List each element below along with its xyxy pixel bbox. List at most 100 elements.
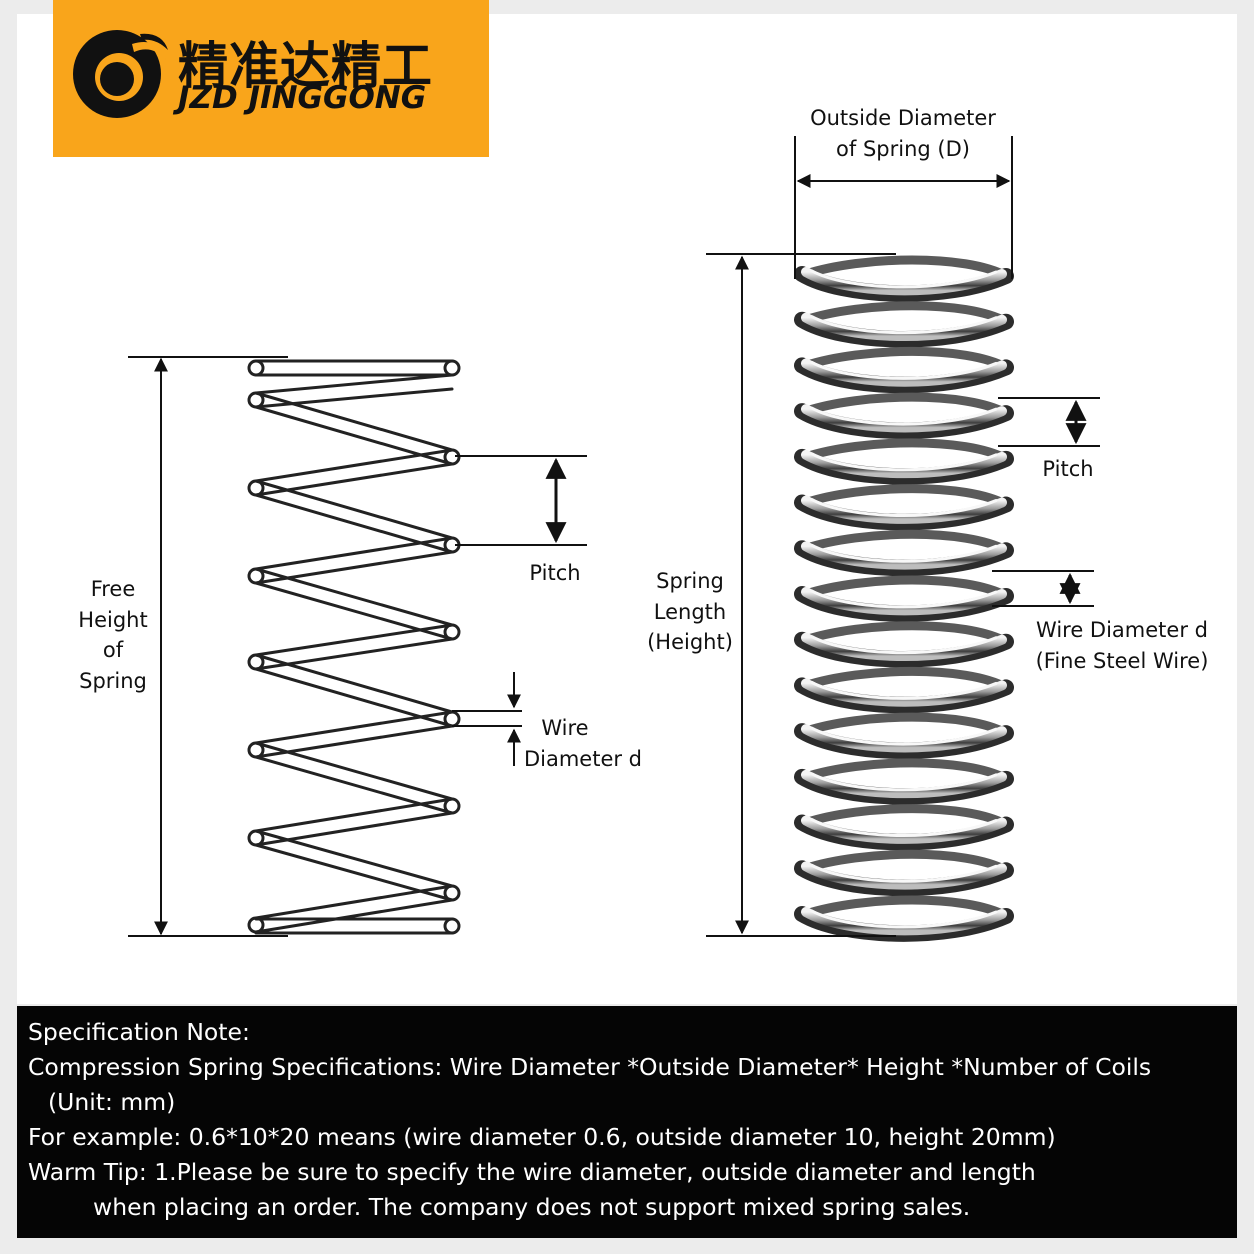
outside-diameter-label-1: Outside Diameter (810, 106, 996, 130)
coil-highlight (801, 861, 1007, 890)
coil-highlight (801, 267, 1007, 296)
coil-specular (810, 406, 998, 426)
coil-back-strand (801, 575, 1011, 601)
right-pitch-label: Pitch (1042, 457, 1093, 481)
coil-specular (810, 452, 998, 472)
right-wire-label-1: Wire Diameter d (1036, 618, 1208, 642)
free-height-dimension (128, 356, 288, 937)
left-wire-diameter-dimension (452, 672, 522, 766)
coil-wire-segment (254, 623, 454, 657)
left-coil-bend (247, 653, 265, 671)
right-coil-bend (443, 623, 461, 641)
left-wire-label-2: Diameter d (524, 747, 642, 771)
free-height-label-1: Free (91, 577, 136, 601)
right-coil-bend (443, 797, 461, 815)
spring-length-dimension (706, 253, 896, 937)
coil-back-strand (801, 849, 1011, 875)
coil-specular (810, 360, 998, 380)
coil-highlight (801, 678, 1007, 707)
coil-specular (810, 315, 998, 335)
coil-specular (810, 863, 998, 883)
coil-wire-segment (254, 653, 454, 714)
outside-diameter-label-2: of Spring (D) (836, 137, 970, 161)
coil-wire-segment (254, 884, 454, 920)
swirl-logo-icon (73, 30, 168, 118)
spring-length-label-2: Length (654, 600, 726, 624)
coil-specular (810, 772, 998, 792)
coil-back-strand (801, 804, 1011, 830)
coil-highlight (801, 495, 1007, 524)
coil-highlight (801, 449, 1007, 479)
outside-diameter-dimension (794, 136, 1013, 279)
right-coil-bend (443, 917, 461, 935)
right-pitch-dimension (998, 397, 1100, 447)
spring-diagram: Free Height of Spring Pitch Wire Diamete… (78, 106, 1209, 942)
coil-specular (810, 635, 998, 655)
coil-specular (810, 818, 998, 837)
coil-highlight (801, 769, 1007, 799)
coil-highlight (801, 724, 1007, 753)
brand-name-english: JZD JINGGONG (178, 80, 427, 116)
free-height-label-2: Height (78, 608, 147, 632)
right-coil-bend (443, 359, 461, 377)
coil-back-strand (801, 712, 1011, 738)
coil-back-strand (801, 529, 1011, 555)
left-pitch-dimension (455, 455, 587, 546)
spec-line-tip-cont: when placing an order. The company does … (93, 1193, 971, 1221)
coil-wire-segment (254, 567, 454, 627)
coil-wire-segment (254, 741, 454, 801)
right-wire-diameter-dimension (992, 570, 1094, 607)
coil-wire-segment (254, 479, 454, 540)
coil-highlight (801, 358, 1007, 387)
spec-line-unit: (Unit: mm) (48, 1088, 176, 1116)
coil-specular (810, 680, 998, 700)
coil-wire-segment (254, 797, 454, 833)
line-spring-drawing (247, 359, 461, 935)
left-pitch-label: Pitch (529, 561, 580, 585)
free-height-label-4: Spring (79, 669, 147, 693)
coil-highlight (801, 541, 1007, 570)
spec-line-example: For example: 0.6*10*20 means (wire diame… (28, 1123, 1056, 1151)
coil-specular (810, 909, 998, 929)
spring-length-label-3: (Height) (647, 630, 733, 654)
coil-wire-segment (254, 373, 454, 395)
specification-note-panel: Specification Note: Compression Spring S… (17, 1006, 1237, 1238)
left-coil-bend (247, 479, 265, 497)
spec-line-tip: Warm Tip: 1.Please be sure to specify th… (28, 1158, 1036, 1186)
spring-length-label-1: Spring (656, 569, 724, 593)
coil-wire-segment (254, 898, 454, 934)
left-coil-bend (247, 829, 265, 847)
coil-back-strand (801, 255, 1011, 281)
coil-back-strand (801, 758, 1011, 784)
brand-name-chinese: 精准达精工 (178, 37, 433, 95)
coil-back-strand (801, 392, 1011, 418)
right-coil-bend (443, 710, 461, 728)
coil-back-strand (801, 666, 1011, 692)
coil-specular (810, 589, 998, 609)
coil-wire-segment (254, 387, 454, 409)
coil-highlight (801, 312, 1007, 342)
coil-highlight (801, 587, 1007, 616)
coil-back-strand (801, 346, 1011, 372)
left-coil-bend (247, 391, 265, 409)
coil-wire-segment (254, 391, 454, 452)
coil-highlight (801, 907, 1007, 936)
diagram-card (17, 14, 1237, 1004)
right-coil-bend (443, 884, 461, 902)
coil-wire-segment (254, 829, 454, 888)
left-coil-bend (247, 916, 265, 934)
coil-wire-segment (254, 710, 454, 745)
left-coil-bend (247, 567, 265, 585)
coil-specular (810, 543, 998, 563)
coil-specular (810, 269, 998, 289)
coil-highlight (801, 632, 1007, 662)
spec-title: Specification Note: (28, 1018, 250, 1046)
coil-wire-segment (254, 448, 454, 483)
coil-back-strand (801, 484, 1011, 510)
free-height-label-3: of (103, 638, 124, 662)
right-wire-label-2: (Fine Steel Wire) (1036, 649, 1209, 673)
coil-highlight (801, 815, 1007, 844)
steel-spring-photo (794, 255, 1014, 942)
spec-line-format: Compression Spring Specifications: Wire … (28, 1053, 1152, 1081)
